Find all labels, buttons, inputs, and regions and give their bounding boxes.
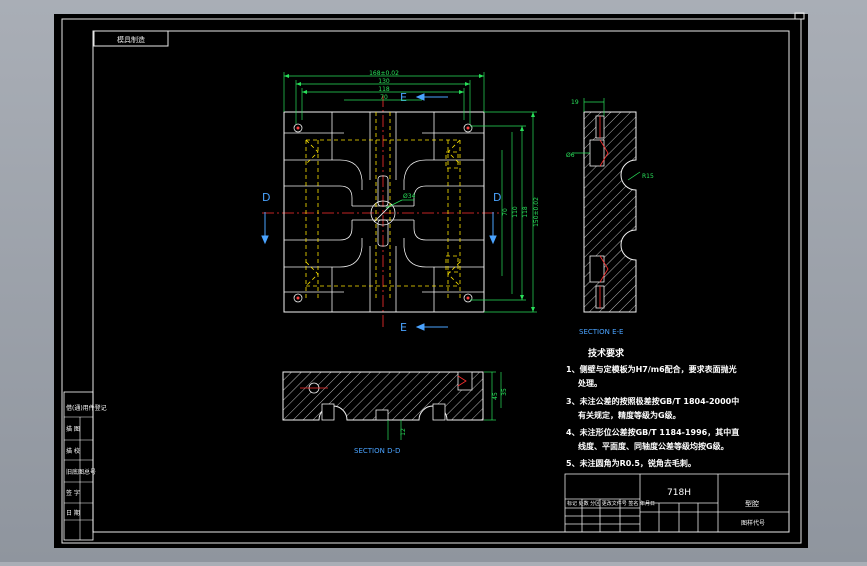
- title-block-header: 标记 处数 分区 更改文件号 签名 年月日: [567, 500, 655, 507]
- title-block: 标记 处数 分区 更改文件号 签名 年月日 718H 型腔 图样代号: [564, 473, 790, 533]
- section-dd-view: 45 35 12 SECTION D-D: [282, 371, 508, 455]
- dim-right-110: 110: [512, 206, 519, 218]
- tech-note: 5、未注圆角为R0.5，锐角去毛刺。: [566, 458, 696, 468]
- dim-side-arc: R15: [642, 173, 654, 180]
- dim-right-118: 118: [522, 206, 529, 218]
- dim-top-70: 70: [380, 94, 388, 101]
- side-table-label: 描 校: [66, 447, 80, 455]
- technical-requirements: 技术要求 1、侧壁与定模板为H7/m6配合，要求表面抛光 处理。 3、未注公差的…: [566, 347, 739, 468]
- dim-top-118: 118: [378, 86, 390, 93]
- tech-note: 线度、平面度、同轴度公差等级均按G级。: [578, 441, 729, 451]
- section-dd-label: SECTION D-D: [354, 447, 400, 455]
- corner-title: 模具制造: [117, 35, 145, 44]
- tech-note: 处理。: [577, 378, 602, 388]
- section-ee-view: 19 Ø6 R15 SECTION E-E: [566, 98, 654, 336]
- side-table: 借(通)用件登记 描 图 描 校 旧底图总号 签 字 日 期: [63, 391, 107, 541]
- dim-bottom-45: 45: [492, 392, 499, 400]
- cut-letter-e-bottom: E: [400, 321, 407, 334]
- dim-right-70: 70: [502, 208, 509, 216]
- cut-letter-e-top: E: [400, 91, 407, 104]
- corner-title-box: 模具制造: [93, 30, 169, 47]
- inner-frame: [92, 30, 790, 533]
- tech-note: 1、侧壁与定模板为H7/m6配合，要求表面抛光: [566, 364, 737, 374]
- dim-side-left: Ø6: [566, 152, 575, 159]
- part-name: 型腔: [745, 499, 759, 508]
- side-table-label: 旧底图总号: [66, 468, 96, 476]
- side-table-label: 签 字: [66, 489, 80, 497]
- cut-letter-d-right: D: [493, 191, 501, 204]
- drawing-number: 图样代号: [741, 519, 765, 527]
- side-table-label: 日 期: [66, 509, 80, 517]
- tech-note: 4、未注形位公差按GB/T 1184-1996，其中直: [566, 427, 739, 437]
- dim-right-150: 150±0.02: [533, 197, 540, 227]
- side-table-label: 借(通)用件登记: [66, 404, 107, 412]
- tech-note: 3、未注公差的按照极差按GB/T 1804-2000中: [566, 396, 739, 406]
- tech-note: 有关规定，精度等级为G级。: [578, 410, 681, 420]
- outer-frame: [61, 18, 802, 544]
- paper: [54, 14, 808, 548]
- tech-title: 技术要求: [588, 347, 625, 359]
- cut-letter-d-left: D: [262, 191, 270, 204]
- frame-mark: [794, 12, 805, 20]
- dim-top-130: 130: [378, 78, 390, 85]
- dim-top-168: 168±0.02: [369, 70, 399, 77]
- dim-bottom-under: 12: [400, 428, 407, 436]
- side-table-label: 描 图: [66, 425, 80, 433]
- section-ee-label: SECTION E-E: [579, 328, 623, 336]
- material-label: 718H: [667, 488, 691, 498]
- top-view: E E D D: [261, 70, 540, 334]
- dim-bottom-35: 35: [501, 388, 508, 396]
- dim-hole-dia: Ø34: [403, 193, 416, 200]
- dim-side-top: 19: [571, 99, 579, 106]
